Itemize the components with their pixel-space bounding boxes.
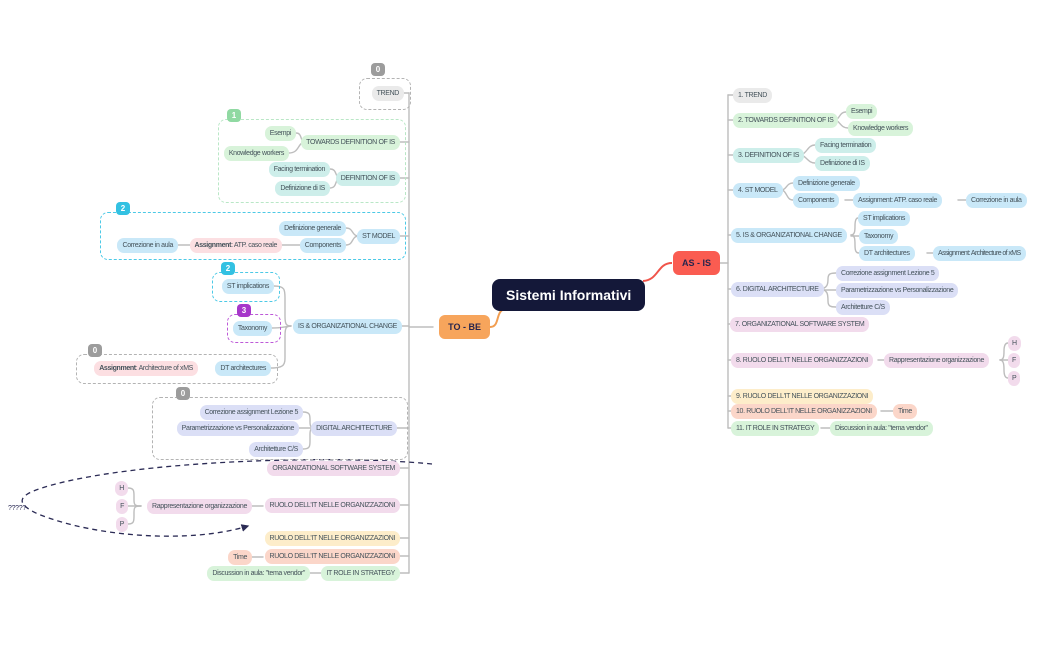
count-badge-definition: 1	[227, 109, 241, 122]
count-badge-st-model: 2	[116, 202, 130, 215]
tobe-node-definition-of-is[interactable]: DEFINITION OF IS	[335, 171, 400, 186]
asis-node-assignment-atp[interactable]: Assignment: ATP. caso reale	[853, 193, 943, 208]
asis-node-5-is-org-change[interactable]: 5. IS & ORGANIZATIONAL CHANGE	[731, 228, 847, 243]
tobe-node-correzione-in-aula[interactable]: Correzione in aula	[117, 238, 178, 253]
count-badge-st-implications: 2	[221, 262, 235, 275]
group-box-assignment-xms	[76, 354, 278, 384]
asis-node-definizione-di-is[interactable]: Definizione di IS	[815, 156, 870, 171]
tobe-node-correzione-assignment[interactable]: Correzione assignment Lezione 5	[199, 405, 303, 420]
group-box-st-implications	[212, 272, 280, 302]
tobe-node-dt-architectures[interactable]: DT architectures	[215, 361, 271, 376]
tobe-node-facing-termination[interactable]: Facing termination	[268, 162, 330, 177]
count-badge-assignment-xms: 0	[88, 344, 102, 357]
tobe-node-rappresentazione[interactable]: Rappresentazione organizzazione	[147, 499, 252, 514]
count-badge-trend: 0	[371, 63, 385, 76]
tobe-node-taxonomy[interactable]: Taxonomy	[232, 321, 272, 336]
tobe-node-it-role-strategy[interactable]: IT ROLE IN STRATEGY	[321, 566, 400, 581]
asis-node-6-digital-architecture[interactable]: 6. DIGITAL ARCHITECTURE	[731, 282, 824, 297]
asis-node-time[interactable]: Time	[893, 404, 917, 419]
asis-node-taxonomy[interactable]: Taxonomy	[859, 229, 899, 244]
tobe-node-esempi[interactable]: Esempi	[264, 126, 296, 141]
asis-node-st-implications[interactable]: ST implications	[858, 211, 911, 226]
tobe-node-discussion[interactable]: Discussion in aula: "tema vendor"	[207, 566, 310, 581]
asis-node-2-towards-definition[interactable]: 2. TOWARDS DEFINITION OF IS	[733, 113, 839, 128]
asis-node-facing-termination[interactable]: Facing termination	[815, 138, 877, 153]
asis-node-rappresentazione[interactable]: Rappresentazione organizzazione	[884, 353, 989, 368]
asis-node-architetture-cs[interactable]: Architetture C/S	[836, 300, 890, 315]
tobe-node-st-model[interactable]: ST MODEL	[357, 229, 400, 244]
tobe-node-towards-definition-of-is[interactable]: TOWARDS DEFINITION OF IS	[301, 135, 400, 150]
tobe-node-p[interactable]: P	[115, 517, 128, 532]
group-box-st-model	[100, 212, 406, 260]
count-badge-taxonomy: 3	[237, 304, 251, 317]
asis-node-components[interactable]: Components	[793, 193, 840, 208]
annotation-question-marks: ?????	[8, 505, 26, 512]
asis-node-assignment-xms[interactable]: Assignment: Architecture of xMS	[933, 246, 1026, 261]
asis-node-10-ruolo-it[interactable]: 10. RUOLO DELL'IT NELLE ORGANIZZAZIONI	[731, 404, 877, 419]
tobe-node-is-org-change[interactable]: IS & ORGANIZATIONAL CHANGE	[292, 319, 402, 334]
asis-node-parametrizzazione[interactable]: Parametrizzazione vs Personalizzazione	[836, 283, 959, 298]
assignment-bold-label: Assignment	[194, 242, 232, 249]
asis-node-3-definition-of-is[interactable]: 3. DEFINITION OF IS	[733, 148, 805, 163]
tobe-node-time[interactable]: Time	[228, 550, 252, 565]
tobe-node-h[interactable]: H	[115, 481, 128, 496]
count-badge-digital: 0	[176, 387, 190, 400]
tobe-node-ruolo-it-1[interactable]: RUOLO DELL'IT NELLE ORGANIZZAZIONI	[264, 498, 400, 513]
branch-to-be[interactable]: TO - BE	[439, 315, 490, 339]
asis-node-11-it-role-strategy[interactable]: 11. IT ROLE IN STRATEGY	[731, 421, 820, 436]
asis-node-correzione-in-aula[interactable]: Correzione in aula	[966, 193, 1027, 208]
tobe-node-architetture-cs[interactable]: Architetture C/S	[249, 442, 303, 457]
tobe-node-knowledge-workers[interactable]: Knowledge workers	[223, 146, 289, 161]
branch-as-is[interactable]: AS - IS	[673, 251, 721, 275]
asis-node-correzione-assignment[interactable]: Correzione assignment Lezione 5	[836, 266, 940, 281]
tobe-node-st-implications[interactable]: ST implications	[221, 279, 274, 294]
asis-node-4-st-model[interactable]: 4. ST MODEL	[733, 183, 783, 198]
asis-node-knowledge-workers[interactable]: Knowledge workers	[848, 121, 914, 136]
asis-node-dt-architectures[interactable]: DT architectures	[859, 246, 915, 261]
tobe-node-definizione-generale[interactable]: Definizione generale	[279, 221, 346, 236]
group-box-trend	[359, 78, 411, 110]
tobe-node-parametrizzazione[interactable]: Parametrizzazione vs Personalizzazione	[176, 421, 299, 436]
asis-node-8-ruolo-it[interactable]: 8. RUOLO DELL'IT NELLE ORGANIZZAZIONI	[731, 353, 874, 368]
assignment-bold-label: Assignment	[99, 365, 136, 372]
asis-node-esempi[interactable]: Esempi	[846, 104, 878, 119]
asis-node-discussion[interactable]: Discussion in aula: "tema vendor"	[830, 421, 933, 436]
group-box-digital-architecture	[152, 397, 408, 460]
assignment-rest: : Architecture of xMS	[135, 365, 194, 372]
central-topic[interactable]: Sistemi Informativi	[492, 279, 646, 311]
tobe-node-ruolo-it-2[interactable]: RUOLO DELL'IT NELLE ORGANIZZAZIONI	[264, 531, 400, 546]
tobe-node-assignment-xms[interactable]: Assignment: Architecture of xMS	[94, 361, 198, 376]
tobe-node-ruolo-it-3[interactable]: RUOLO DELL'IT NELLE ORGANIZZAZIONI	[264, 549, 400, 564]
tobe-node-components[interactable]: Components	[299, 238, 346, 253]
asis-node-1-trend[interactable]: 1. TREND	[733, 88, 772, 103]
asis-node-h[interactable]: H	[1008, 336, 1021, 351]
asis-node-f[interactable]: F	[1008, 353, 1020, 368]
asis-node-p[interactable]: P	[1008, 371, 1021, 386]
group-box-definition	[218, 119, 406, 203]
tobe-node-trend[interactable]: TREND	[371, 86, 404, 101]
tobe-node-definizione-di-is[interactable]: Definizione di IS	[275, 181, 330, 196]
tobe-node-digital-architecture[interactable]: DIGITAL ARCHITECTURE	[311, 421, 397, 436]
assignment-rest: : ATP. caso reale	[231, 242, 277, 249]
group-box-taxonomy	[227, 314, 281, 343]
asis-node-definizione-generale[interactable]: Definizione generale	[793, 176, 860, 191]
tobe-node-assignment-atp[interactable]: Assignment: ATP. caso reale	[189, 238, 282, 253]
asis-node-9-ruolo-it[interactable]: 9. RUOLO DELL'IT NELLE ORGANIZZAZIONI	[731, 389, 874, 404]
tobe-node-f[interactable]: F	[116, 499, 128, 514]
tobe-node-org-software-system[interactable]: ORGANIZATIONAL SOFTWARE SYSTEM	[267, 461, 400, 476]
asis-node-7-org-software-system[interactable]: 7. ORGANIZATIONAL SOFTWARE SYSTEM	[730, 317, 870, 332]
